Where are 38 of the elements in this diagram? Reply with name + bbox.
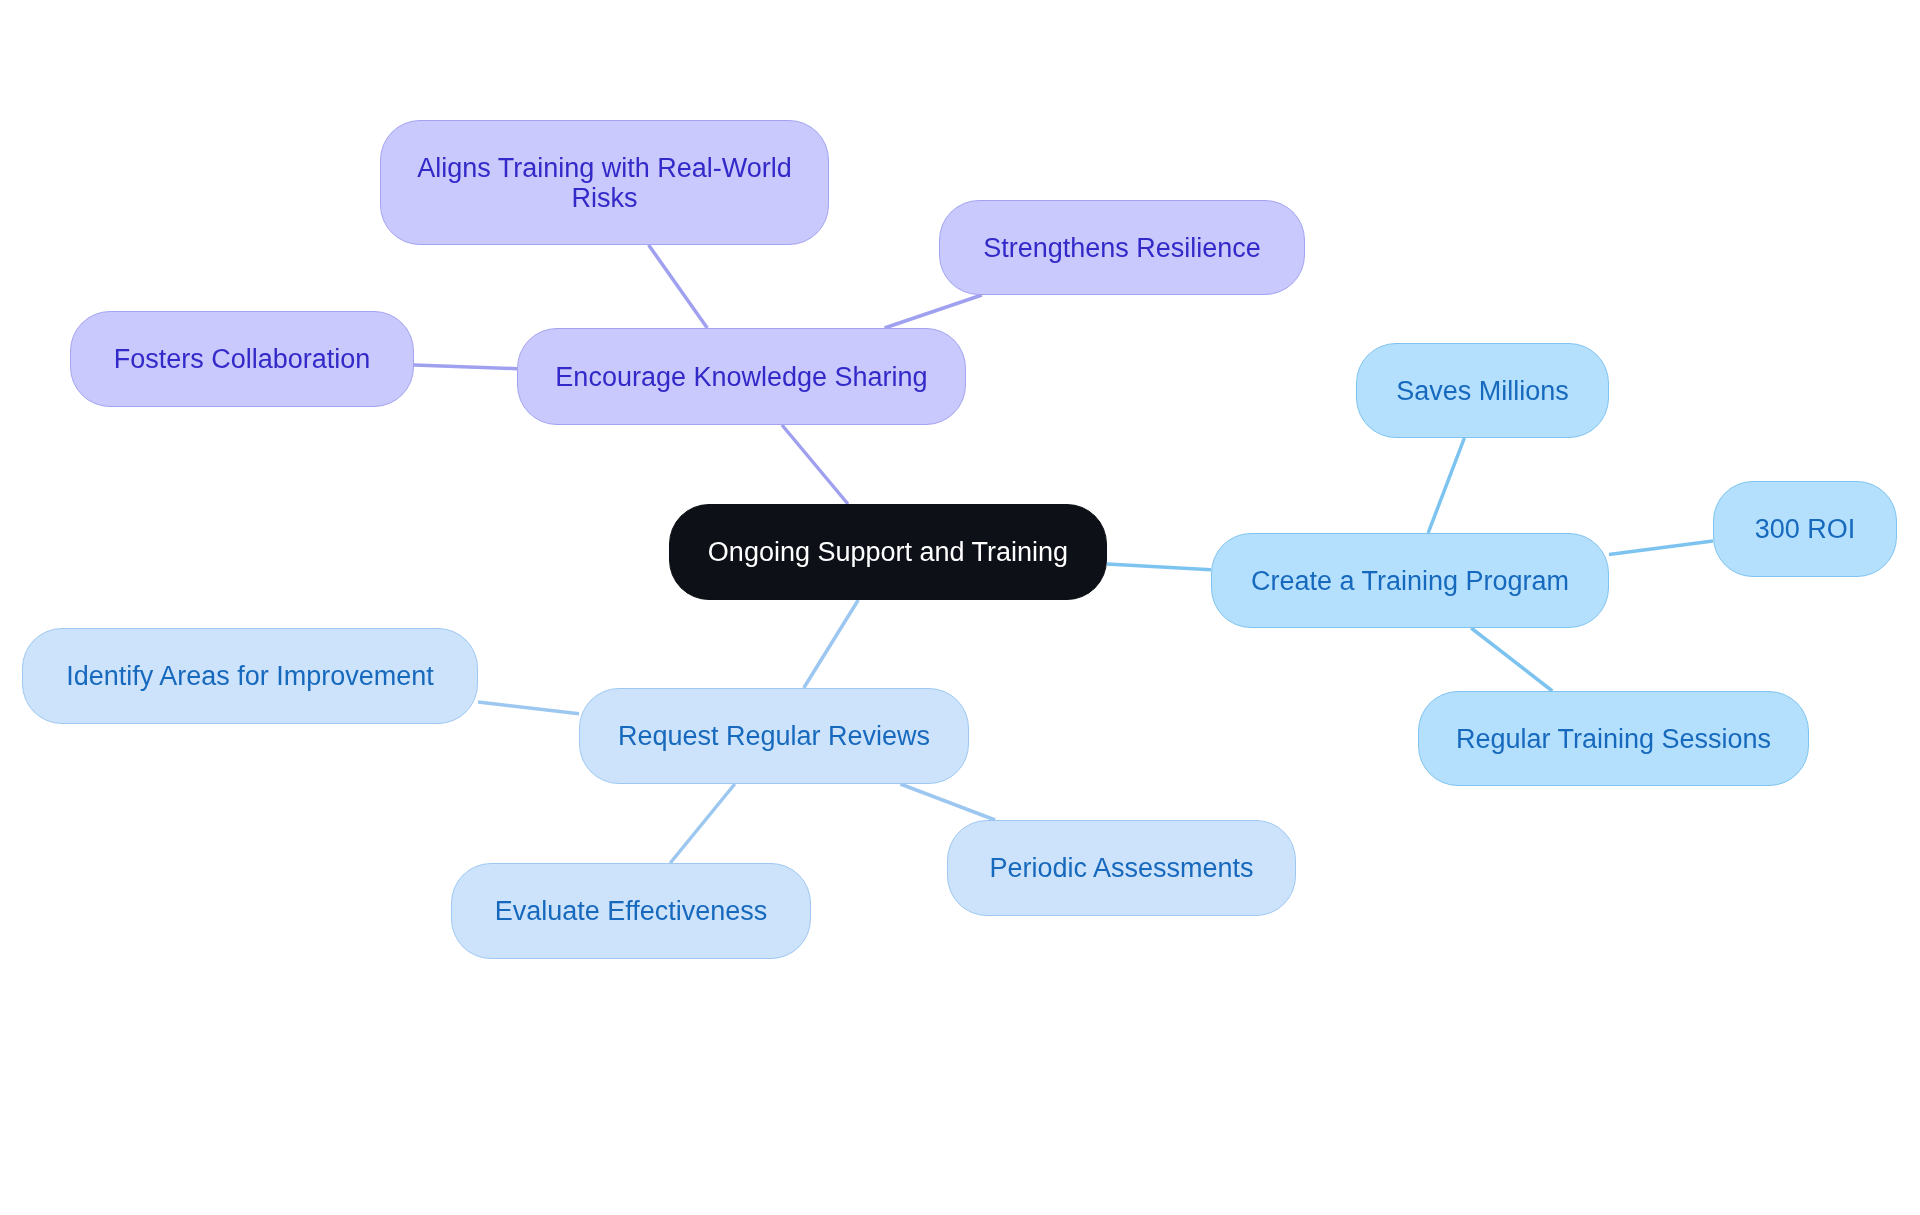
- connector-line: [1106, 562, 1212, 572]
- topic-pill: [947, 820, 1296, 916]
- topic-label: Evaluate Effectiveness: [494, 896, 768, 926]
- topic-label: Request Regular Reviews: [617, 721, 931, 751]
- topic-label: Aligns Training with Real-World Risks: [416, 152, 793, 213]
- topic-pill: [1713, 481, 1897, 577]
- topic-pill: [939, 200, 1305, 295]
- topic-pill: [70, 311, 414, 407]
- topic-label: Ongoing Support and Training: [707, 537, 1069, 567]
- topic-pill: [451, 863, 811, 959]
- topic-label: Fosters Collaboration: [113, 344, 371, 374]
- connector-line: [1608, 539, 1714, 557]
- topic-label: Regular Training Sessions: [1455, 723, 1772, 754]
- connector-line: [884, 293, 983, 330]
- connector-line: [780, 423, 850, 506]
- connector-line: [1470, 626, 1554, 693]
- connector-line: [477, 700, 580, 716]
- topic-pill: [517, 328, 966, 425]
- topic-label: Periodic Assessments: [989, 853, 1254, 883]
- topic-label: Identify Areas for Improvement: [66, 661, 434, 691]
- topic-label: Saves Millions: [1396, 375, 1569, 406]
- topic-pill: [1418, 691, 1809, 786]
- topic-label: Create a Training Program: [1250, 565, 1570, 596]
- connector-line: [1426, 437, 1466, 534]
- central-topic-pill: [669, 504, 1107, 600]
- topic-label: Strengthens Resilience: [983, 232, 1261, 263]
- connector-line: [647, 244, 709, 329]
- topic-pill: [1211, 533, 1609, 628]
- connector-line: [668, 782, 737, 865]
- topic-label: Encourage Knowledge Sharing: [555, 361, 928, 392]
- connector-line: [413, 363, 518, 371]
- topic-label: 300 ROI: [1754, 514, 1856, 544]
- topic-pill: [22, 628, 478, 724]
- connector-line: [802, 599, 860, 689]
- topic-pill: [1356, 343, 1609, 438]
- topic-pill: [380, 120, 829, 245]
- connector-line: [899, 782, 996, 822]
- topic-pill: [579, 688, 969, 784]
